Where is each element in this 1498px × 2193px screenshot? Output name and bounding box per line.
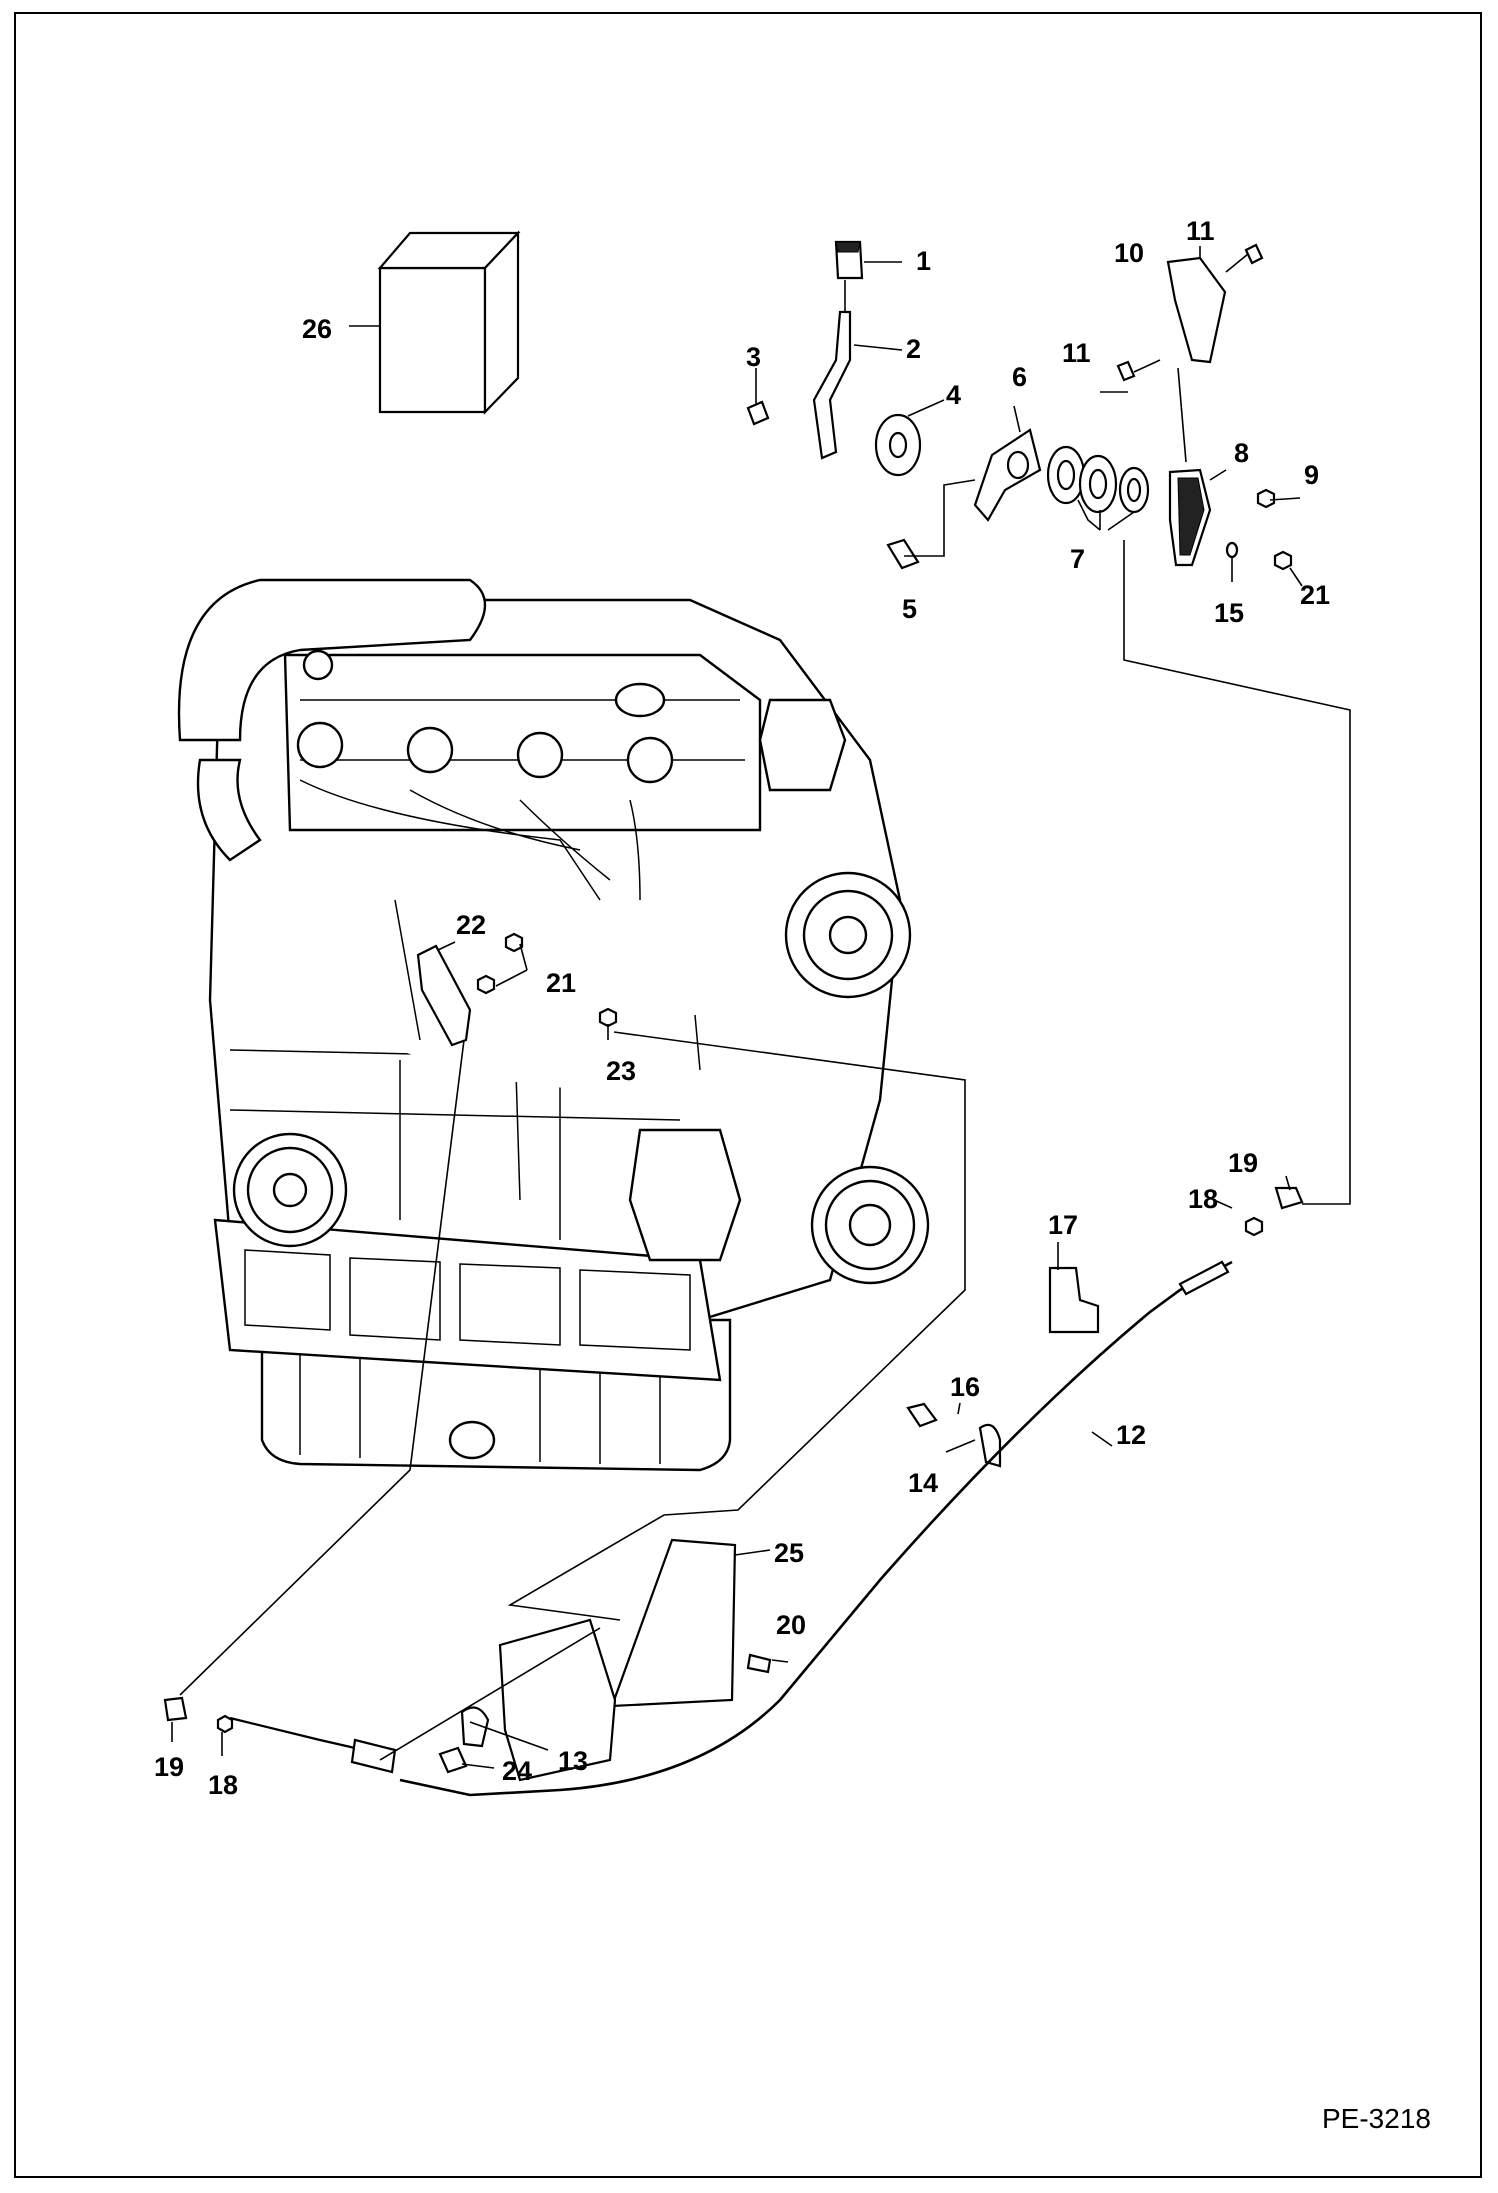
callout-24: 24 (502, 1756, 532, 1786)
part-2-lever (812, 310, 852, 460)
part-20-bolt (746, 1653, 772, 1674)
callout-17: 17 (1048, 1210, 1078, 1240)
part-25-plate (610, 1538, 737, 1708)
part-21-nut-engine-b (476, 974, 496, 995)
part-12-throttle-cable (399, 1260, 1233, 1797)
bracket-25-mount (498, 1618, 617, 1782)
callout-2: 2 (906, 334, 921, 364)
part-19-end-right (1274, 1186, 1304, 1210)
callout-21-engine: 21 (546, 968, 576, 998)
part-21-nut-engine-a (504, 932, 524, 953)
callout-14: 14 (908, 1468, 938, 1498)
callout-23: 23 (606, 1056, 636, 1086)
part-11-bolt-left (1116, 360, 1136, 382)
callout-26: 26 (302, 314, 332, 344)
part-19-end-left (163, 1696, 188, 1722)
callout-18-right: 18 (1188, 1184, 1218, 1214)
part-3-bolt (746, 400, 770, 426)
callout-9: 9 (1304, 460, 1319, 490)
part-10-bracket (1166, 256, 1227, 364)
callout-11-left: 11 (1062, 338, 1091, 368)
callout-12: 12 (1116, 1420, 1146, 1450)
callout-11-top: 11 (1186, 216, 1215, 246)
callout-8: 8 (1234, 438, 1249, 468)
part-18-nut-right (1244, 1216, 1264, 1237)
callout-16: 16 (950, 1372, 980, 1402)
cable-end-fitting (350, 1738, 397, 1774)
part-24-nut (438, 1746, 468, 1774)
diagram-border (14, 12, 1482, 2178)
callout-21-lever: 21 (1300, 580, 1330, 610)
callout-20: 20 (776, 1610, 806, 1640)
leader-lines (171, 246, 1351, 1769)
engine-assembly (177, 578, 930, 1472)
callout-3: 3 (746, 342, 761, 372)
part-11-bolt-top (1244, 243, 1264, 265)
part-16-bolt (906, 1402, 938, 1428)
part-6-bracket (973, 428, 1042, 522)
part-15-washer (1225, 541, 1239, 559)
callout-10: 10 (1114, 238, 1144, 268)
part-9-nut (1256, 488, 1276, 509)
part-26-kit-box (377, 230, 521, 415)
drawing-code: PE-3218 (1322, 2103, 1431, 2134)
callout-19-left: 19 (154, 1752, 184, 1782)
callout-19-right: 19 (1228, 1148, 1258, 1178)
part-22-bracket (416, 944, 472, 1047)
part-23-nut (598, 1007, 618, 1028)
callout-22: 22 (456, 910, 486, 940)
part-18-nut-left (216, 1714, 234, 1734)
callout-7: 7 (1070, 544, 1085, 574)
callout-6: 6 (1012, 362, 1027, 392)
callout-18-left: 18 (208, 1770, 238, 1800)
callout-4: 4 (946, 380, 961, 410)
callout-5: 5 (902, 594, 917, 624)
callout-15: 15 (1214, 598, 1244, 628)
callout-13: 13 (558, 1746, 588, 1776)
part-17-bracket (1048, 1266, 1100, 1334)
part-21-nut-lever (1273, 550, 1293, 571)
callout-25: 25 (774, 1538, 804, 1568)
part-5-bolt (886, 538, 920, 570)
callout-1: 1 (916, 246, 931, 276)
part-13-clip (460, 1706, 490, 1748)
callout-labels: 1 2 3 4 5 6 7 8 9 10 11 11 12 13 14 15 1… (154, 216, 1330, 1800)
